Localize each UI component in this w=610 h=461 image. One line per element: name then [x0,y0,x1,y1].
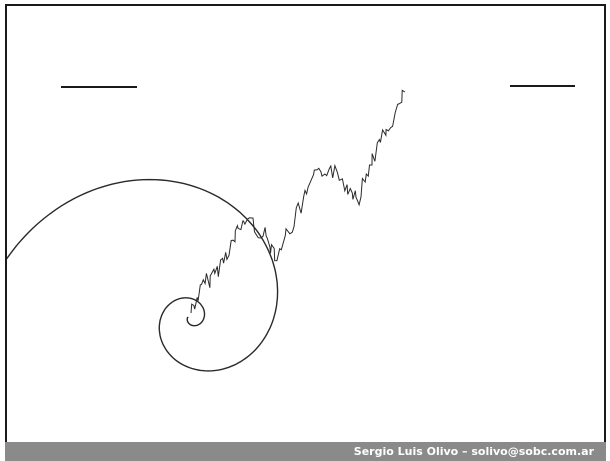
jagged-trend-line [191,90,405,313]
slide-frame [5,4,606,444]
diagram-canvas [7,6,604,442]
footer-bar: Sergio Luis Olivo – solivo@sobc.com.ar [5,442,606,461]
author-credit: Sergio Luis Olivo – solivo@sobc.com.ar [354,445,594,458]
logarithmic-spiral [7,180,278,371]
